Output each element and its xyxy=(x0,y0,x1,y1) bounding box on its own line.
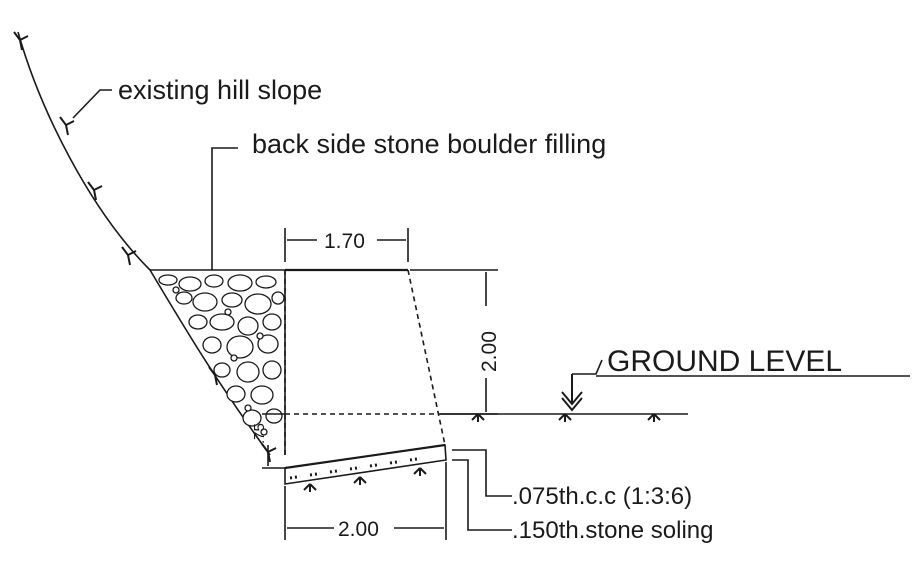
hill-slope-leader xyxy=(72,89,112,119)
ground-level-leader xyxy=(572,359,603,375)
ground-level-label: GROUND LEVEL xyxy=(607,345,842,378)
base-width-dimension xyxy=(284,462,447,540)
pcc-label: .075th.c.c (1:3:6) xyxy=(512,483,692,510)
height-dimension-text: 2.00 xyxy=(478,331,501,372)
stone-boulder-backfill xyxy=(150,269,286,455)
top-width-dimension xyxy=(284,228,409,262)
soling-leader xyxy=(452,459,512,531)
ground-level-marker-icon xyxy=(561,374,583,412)
pcc-leader xyxy=(452,449,512,497)
backfill-label: back side stone boulder filling xyxy=(252,129,606,159)
foundation-layers xyxy=(284,444,447,492)
foundation-depth-dimension-text: .75 xyxy=(251,423,268,444)
ground-hatch-marks xyxy=(471,413,661,422)
top-width-dimension-text: 1.70 xyxy=(324,230,365,253)
backfill-leader xyxy=(211,147,238,270)
height-dimension xyxy=(410,269,498,415)
base-width-dimension-text: 2.00 xyxy=(338,518,379,541)
soling-label: .150th.stone soling xyxy=(512,517,713,544)
wall-body xyxy=(284,268,446,470)
foundation-depth-dimension xyxy=(262,413,285,469)
hill-slope-label: existing hill slope xyxy=(118,75,322,105)
hill-slope-line xyxy=(17,31,271,456)
hill-slope-hatch xyxy=(13,31,277,463)
